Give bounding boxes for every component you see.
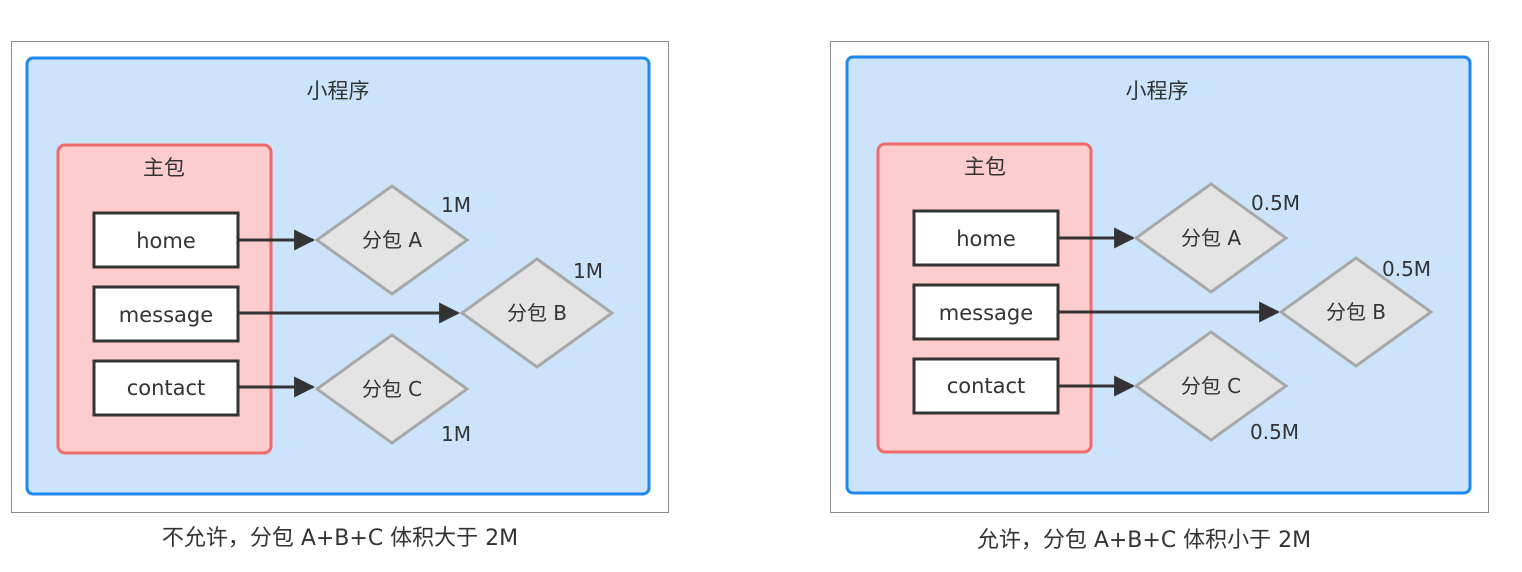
diagram-disallowed: 小程序 主包 home message contact 分包 A 1M 分包 B… [11, 41, 669, 513]
subpackage-c-label: 分包 C [1181, 374, 1241, 398]
page-label-contact: contact [947, 374, 1026, 398]
page-label-message: message [119, 303, 213, 327]
subpackage-c-diamond [1133, 330, 1289, 442]
page-label-message: message [939, 301, 1033, 325]
diagram-canvas: 小程序 主包 home message contact 分包 A 0.5M 分包… [845, 55, 1472, 495]
miniprogram-label: 小程序 [307, 79, 370, 103]
subpackage-c-label: 分包 C [362, 377, 422, 401]
subpackage-c-size: 1M [441, 422, 471, 446]
subpackage-a-size: 1M [441, 193, 471, 217]
page-label-home: home [956, 227, 1016, 251]
subpackage-b-label: 分包 B [1326, 300, 1386, 324]
diagram-canvas: 小程序 主包 home message contact 分包 A 1M 分包 B… [25, 56, 651, 496]
subpackage-c-size: 0.5M [1250, 420, 1299, 444]
subpackage-c-diamond [314, 333, 470, 445]
main-package-label: 主包 [964, 155, 1006, 179]
page-box-contact [912, 357, 1060, 415]
subpackage-a-diamond [1133, 182, 1289, 294]
subpackage-a-diamond [314, 184, 470, 296]
diagram-allowed: 小程序 主包 home message contact 分包 A 0.5M 分包… [830, 41, 1489, 513]
page-box-message [912, 283, 1060, 341]
subpackage-b-size: 0.5M [1382, 257, 1431, 281]
subpackage-b-diamond [459, 257, 615, 369]
subpackage-a-label: 分包 A [362, 228, 422, 252]
caption-allowed: 允许，分包 A+B+C 体积小于 2M [976, 528, 1312, 553]
subpackage-b-label: 分包 B [507, 301, 567, 325]
page-label-contact: contact [127, 376, 206, 400]
page-label-home: home [136, 229, 196, 253]
miniprogram-label: 小程序 [1126, 79, 1189, 103]
main-package-label: 主包 [143, 156, 185, 180]
subpackage-a-label: 分包 A [1181, 226, 1241, 250]
subpackage-a-size: 0.5M [1251, 191, 1300, 215]
caption-disallowed: 不允许，分包 A+B+C 体积大于 2M [161, 526, 519, 551]
page-box-home [92, 211, 240, 269]
subpackage-b-size: 1M [573, 259, 603, 283]
page-box-home [912, 209, 1060, 267]
subpackage-b-diamond [1278, 256, 1434, 368]
